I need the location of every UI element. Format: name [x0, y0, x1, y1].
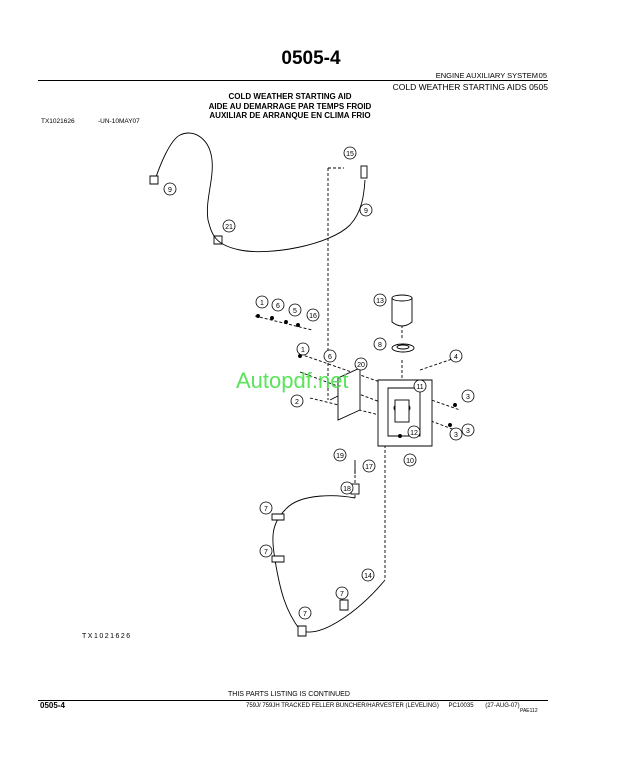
group-line: COLD WEATHER STARTING AIDS 0505: [392, 82, 548, 92]
title-spanish: AUXILIAR DE ARRANQUE EN CLIMA FRIO: [209, 111, 371, 120]
title-french: AIDE AU DEMARRAGE PAR TEMPS FROID: [208, 101, 372, 111]
footer-date: (27-AUG-07): [485, 703, 520, 709]
callout-7c: 7: [340, 591, 344, 598]
title-english: COLD WEATHER STARTING AID: [228, 92, 352, 101]
figure-id: TX1021626: [41, 118, 75, 125]
figure-id-bottom: TX1021626: [82, 633, 132, 640]
header-rule: [38, 80, 548, 81]
section-number: 05: [538, 71, 547, 80]
callout-21: 21: [225, 224, 233, 231]
callout-6a: 6: [276, 303, 280, 310]
callout-3a: 3: [466, 394, 470, 401]
footer-code: PAE112: [520, 708, 538, 714]
callout-13: 13: [376, 298, 384, 305]
callout-4: 4: [454, 354, 458, 361]
callout-1a: 1: [260, 300, 264, 307]
continued-note: THIS PARTS LISTING IS CONTINUED: [228, 691, 350, 698]
callout-7a: 7: [264, 506, 268, 513]
callout-9a: 9: [168, 187, 172, 194]
callout-14: 14: [364, 573, 372, 580]
watermark: Autopdf.net: [236, 368, 349, 393]
callout-19: 19: [336, 453, 344, 460]
harness-wire: [154, 132, 366, 253]
callout-18: 18: [343, 486, 351, 493]
callout-17: 17: [365, 464, 373, 471]
callout-12: 12: [410, 430, 418, 437]
callout-3b: 3: [466, 428, 470, 435]
figure-date: -UN-10MAY07: [98, 118, 140, 125]
callout-8: 8: [378, 342, 382, 349]
callout-16: 16: [309, 313, 317, 320]
callout-15: 15: [346, 151, 354, 158]
callout-20: 20: [357, 362, 365, 369]
callout-2: 2: [295, 399, 299, 406]
footer-info: 759J/ 759JH TRACKED FELLER BUNCHER/HARVE…: [246, 703, 520, 709]
callout-6b: 6: [328, 354, 332, 361]
callout-1b: 1: [301, 347, 305, 354]
footer-page-number: 0505-4: [40, 701, 65, 710]
callout-5: 5: [293, 308, 297, 315]
callout-11: 11: [416, 384, 423, 391]
callout-3c: 3: [454, 432, 458, 439]
page-title: 0505-4: [281, 48, 341, 69]
callout-9b: 9: [364, 208, 368, 215]
callout-10: 10: [406, 458, 414, 465]
footer-catalog: PC10035: [448, 703, 474, 709]
callout-7d: 7: [303, 611, 307, 618]
figure-titles: COLD WEATHER STARTING AID AIDE AU DEMARR…: [0, 92, 580, 121]
footer-rule: [38, 700, 548, 701]
footer-machine: 759J/ 759JH TRACKED FELLER BUNCHER/HARVE…: [246, 703, 439, 709]
callout-7b: 7: [264, 549, 268, 556]
section-line: ENGINE AUXILIARY SYSTEM: [435, 71, 538, 80]
